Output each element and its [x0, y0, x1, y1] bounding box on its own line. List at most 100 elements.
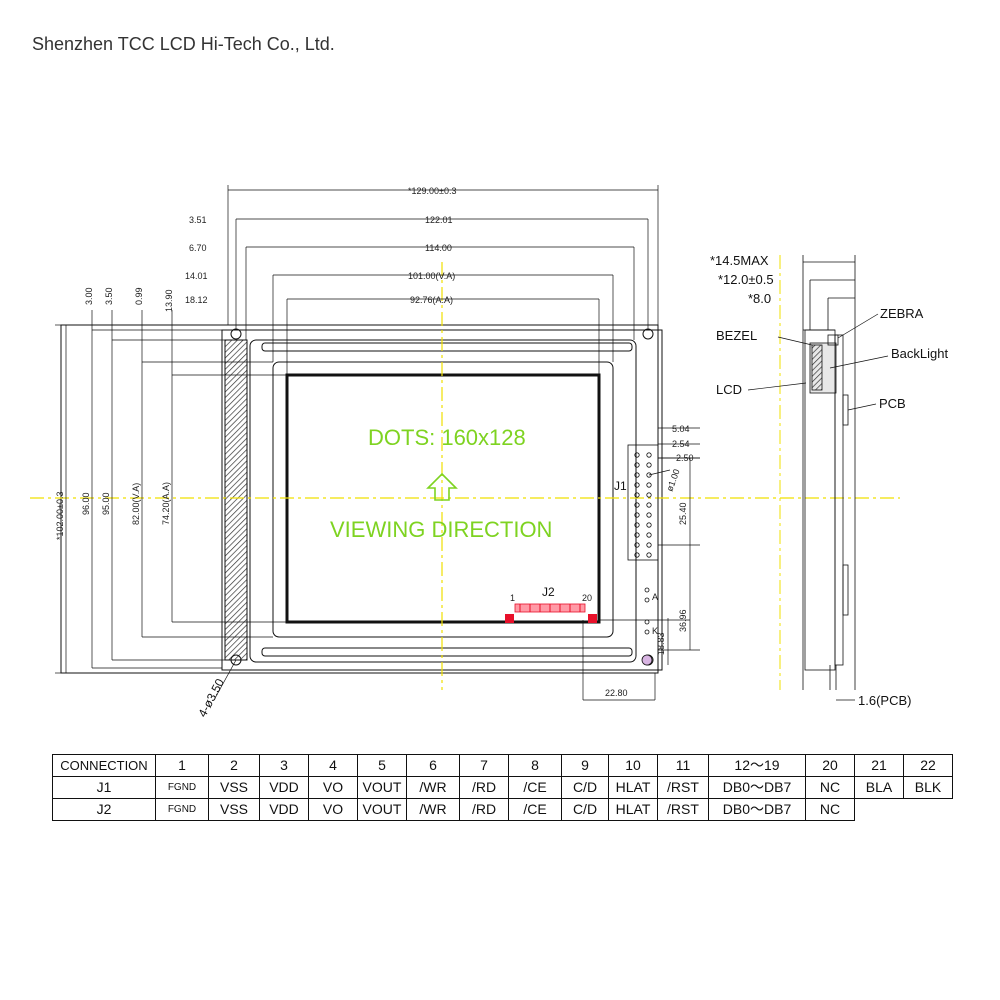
- dim-r-7: 22.80: [605, 688, 628, 698]
- table-cell: /RD: [459, 776, 509, 799]
- table-cell: /RD: [459, 798, 509, 821]
- backlight-pins: [641, 587, 653, 666]
- front-view: [60, 324, 663, 674]
- hatched-strip: [224, 339, 248, 661]
- dim-h-2-label: 14.01: [185, 271, 208, 281]
- table-cell: C/D: [561, 776, 609, 799]
- table-cell: /RST: [657, 798, 709, 821]
- company-name: Shenzhen TCC LCD Hi-Tech Co., Ltd.: [32, 34, 335, 54]
- table-row: CONNECTION 1 2 3 4 5 6 7 8 9 10 11 12～19…: [52, 754, 953, 777]
- side-pcb-thickness: 1.6(PCB): [858, 693, 911, 708]
- pin-number: 4: [308, 754, 358, 777]
- table-cell: VO: [308, 798, 358, 821]
- dim-v-96: 96.00: [81, 492, 91, 515]
- table-cell: DB0～DB7: [708, 798, 806, 821]
- dim-h-3-value: 92.76(A.A): [410, 295, 453, 305]
- table-cell: /CE: [508, 776, 562, 799]
- side-dim-0: *14.5MAX: [710, 253, 769, 268]
- table-cell: VOUT: [357, 776, 407, 799]
- pin-number: 8: [508, 754, 562, 777]
- table-cell: VSS: [208, 776, 260, 799]
- backlight-pin-a: A: [652, 592, 658, 602]
- dim-h-0-label: 3.51: [189, 215, 207, 225]
- dim-r-5: 36.96: [678, 609, 688, 632]
- pin-number: 20: [805, 754, 855, 777]
- pin-number: 5: [357, 754, 407, 777]
- dim-h-1-value: 114.00: [425, 243, 452, 253]
- row-name-j1: J1: [52, 776, 156, 799]
- j1-label: J1: [614, 479, 627, 493]
- table-row: J1 FGND VSS VDD VO VOUT /WR /RD /CE C/D …: [52, 776, 953, 799]
- j2-label: J2: [542, 585, 555, 599]
- dim-v-82: 82.00(V.A): [131, 483, 141, 525]
- backlight-pin-k: K: [652, 626, 658, 636]
- table-cell: VDD: [259, 798, 309, 821]
- dim-r-3: ø1.00: [664, 468, 681, 493]
- side-dim-2: *8.0: [748, 291, 771, 306]
- dim-h-0-value: 122.01: [425, 215, 453, 225]
- dim-v-top-3: 13.90: [164, 289, 174, 312]
- side-dim-1: *12.0±0.5: [718, 272, 774, 287]
- dim-v-74: 74.20(A.A): [161, 482, 171, 525]
- dim-v-top-2: 0.99: [134, 287, 144, 305]
- table-cell: VOUT: [357, 798, 407, 821]
- table-cell: /CE: [508, 798, 562, 821]
- pin-number: 2: [208, 754, 260, 777]
- side-view: [802, 255, 856, 701]
- dim-overall-width: *129.00±0.3: [408, 186, 456, 196]
- table-header-label: CONNECTION: [52, 754, 156, 777]
- side-label-zebra: ZEBRA: [880, 306, 924, 321]
- row-name-j2: J2: [52, 798, 156, 821]
- dim-h-3-label: 18.12: [185, 295, 208, 305]
- dim-r-4: 25.40: [678, 502, 688, 525]
- dim-r-0: 5.04: [672, 424, 690, 434]
- table-cell-empty: [904, 799, 953, 821]
- side-label-backlight: BackLight: [891, 346, 948, 361]
- pin-number: 10: [608, 754, 658, 777]
- j2-pin-last: 20: [582, 593, 592, 603]
- side-label-pcb: PCB: [879, 396, 906, 411]
- table-row: J2 FGND VSS VDD VO VOUT /WR /RD /CE C/D …: [52, 798, 953, 821]
- table-cell: /WR: [406, 798, 460, 821]
- viewing-arrow-icon: [426, 472, 458, 501]
- side-label-lcd: LCD: [716, 382, 742, 397]
- dim-h-1-label: 6.70: [189, 243, 207, 253]
- pin-number: 21: [854, 754, 904, 777]
- dim-v-top-1: 3.50: [104, 287, 114, 305]
- j1-connector: [627, 444, 659, 561]
- top-dimensions: [227, 185, 659, 375]
- table-cell: /WR: [406, 776, 460, 799]
- dim-h-2-value: 101.00(V.A): [408, 271, 455, 281]
- table-cell: HLAT: [608, 776, 658, 799]
- dim-v-overall: *102.00±0.3: [55, 492, 65, 540]
- table-cell: NC: [805, 776, 855, 799]
- dots-text: DOTS: 160x128: [368, 425, 526, 450]
- table-cell: VSS: [208, 798, 260, 821]
- pin-number: 11: [657, 754, 709, 777]
- table-cell: BLA: [854, 776, 904, 799]
- table-cell-empty: [855, 799, 904, 821]
- right-dimensions: [582, 427, 700, 701]
- mount-hole-label: 4-ø3.50: [195, 676, 227, 719]
- table-cell: DB0～DB7: [708, 776, 806, 799]
- pin-number: 22: [903, 754, 953, 777]
- table-cell: VDD: [259, 776, 309, 799]
- j2-connector: J2 1 20: [505, 585, 597, 623]
- connection-table: CONNECTION 1 2 3 4 5 6 7 8 9 10 11 12～19…: [52, 754, 953, 821]
- table-cell: BLK: [903, 776, 953, 799]
- pin-number: 9: [561, 754, 609, 777]
- dim-r-1: 2.54: [672, 439, 690, 449]
- table-cell: NC: [805, 798, 855, 821]
- table-cell: VO: [308, 776, 358, 799]
- j2-pin-first: 1: [510, 593, 515, 603]
- dim-v-95: 95.00: [101, 492, 111, 515]
- table-cell: FGND: [155, 798, 209, 821]
- mount-hole-icon: [230, 654, 242, 666]
- table-cell: HLAT: [608, 798, 658, 821]
- viewing-area: [272, 361, 614, 638]
- left-dimensions: [55, 310, 287, 674]
- dim-v-top-0: 3.00: [84, 287, 94, 305]
- pin-number: 1: [155, 754, 209, 777]
- pin-number: 3: [259, 754, 309, 777]
- lcd-drawing: DOTS: 160x128 VIEWING DIRECTION J2 1 20 …: [30, 185, 948, 719]
